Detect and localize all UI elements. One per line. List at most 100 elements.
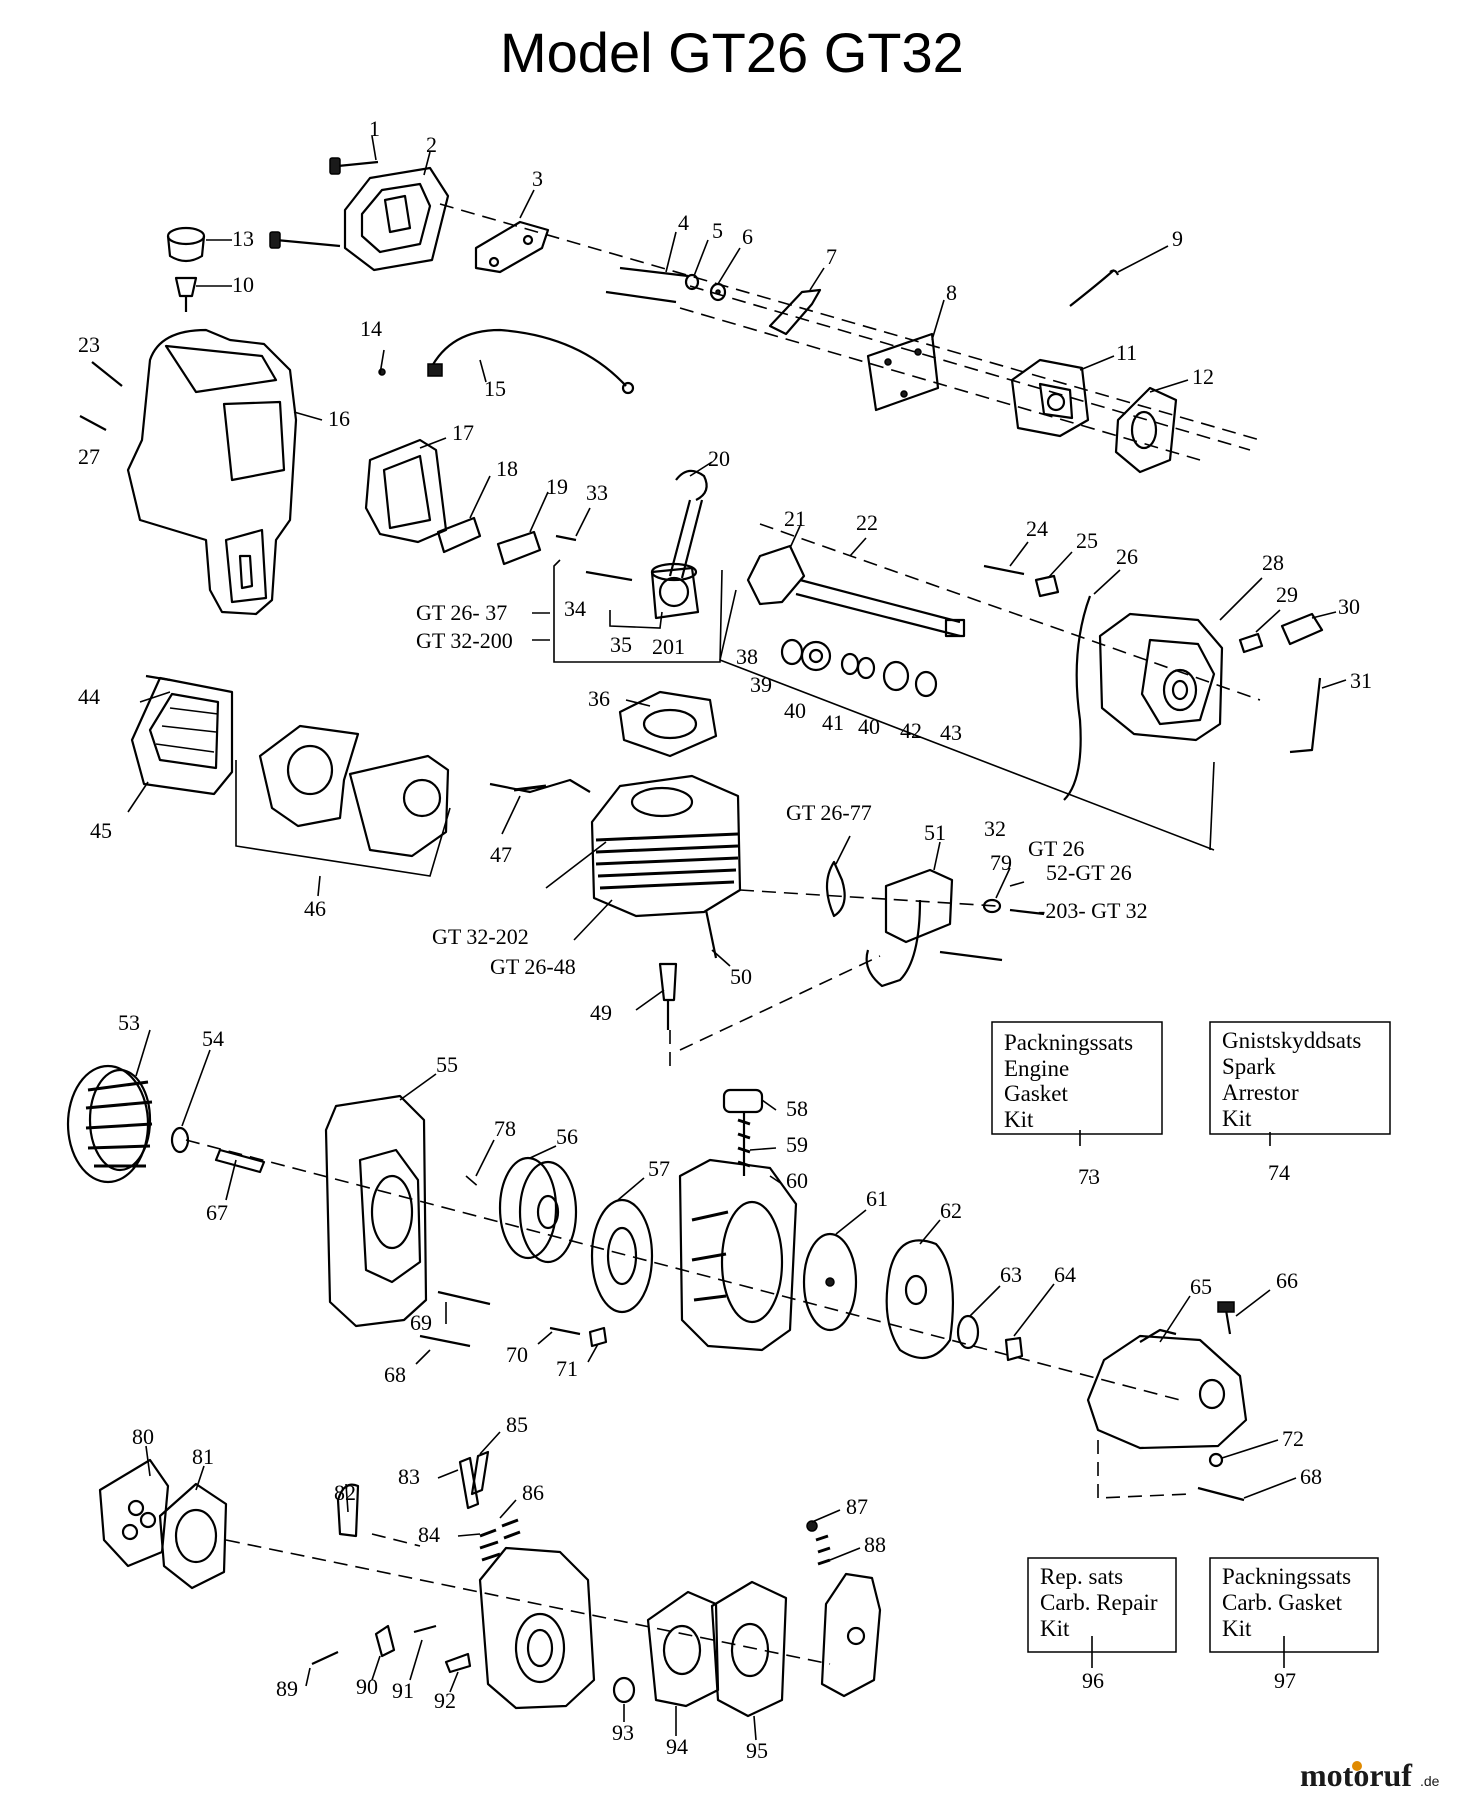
part-label: 25 <box>1076 528 1098 553</box>
part-label: 80 <box>132 1424 154 1449</box>
part-label: 5 <box>712 218 723 243</box>
part-label: 46 <box>304 896 326 921</box>
kit-box-73: Packningssats Engine Gasket Kit <box>991 1021 1163 1135</box>
kit-box-97: Packningssats Carb. Gasket Kit <box>1209 1557 1379 1653</box>
part-label: 87 <box>846 1494 868 1519</box>
part-label: 60 <box>786 1168 808 1193</box>
part-label: 69 <box>410 1310 432 1335</box>
svg-text:Spark: Spark <box>1222 1054 1276 1079</box>
part-label: 6 <box>742 224 753 249</box>
svg-text:Rep. sats: Rep. sats <box>1040 1564 1123 1589</box>
part-label: 35 <box>610 632 632 657</box>
part-label: 43 <box>940 720 962 745</box>
svg-text:Kit: Kit <box>1222 1616 1252 1641</box>
variant-label: GT 32-202 <box>432 924 529 949</box>
part-label: 24 <box>1026 516 1048 541</box>
part-label: 61 <box>866 1186 888 1211</box>
part-label: 72 <box>1282 1426 1304 1451</box>
part-label: 40 <box>858 714 880 739</box>
part-label: 91 <box>392 1678 414 1703</box>
part-label: 63 <box>1000 1262 1022 1287</box>
part-label: 49 <box>590 1000 612 1025</box>
svg-text:Packningssats: Packningssats <box>1004 1030 1133 1055</box>
part-label: 41 <box>822 710 844 735</box>
part-label: 68 <box>1300 1464 1322 1489</box>
svg-text:Gnistskyddsats: Gnistskyddsats <box>1222 1028 1361 1053</box>
part-label: 16 <box>328 406 350 431</box>
variant-label: GT 26- 37 <box>416 600 507 625</box>
part-label: 15 <box>484 376 506 401</box>
part-label: 53 <box>118 1010 140 1035</box>
variant-label: -203- GT 32 <box>1038 898 1148 923</box>
svg-text:Packningssats: Packningssats <box>1222 1564 1351 1589</box>
part-label: 50 <box>730 964 752 989</box>
variant-label: GT 26-77 <box>786 800 872 825</box>
part-label: 71 <box>556 1356 578 1381</box>
part-label: 21 <box>784 506 806 531</box>
part-label: 73 <box>1078 1164 1100 1189</box>
part-label: 47 <box>490 842 512 867</box>
carburetor-parts <box>98 1450 882 1718</box>
part-label: 95 <box>746 1738 768 1763</box>
cylinder-assembly <box>590 690 1045 1066</box>
part-label: 38 <box>736 644 758 669</box>
part-label: 94 <box>666 1734 688 1759</box>
part-label: 39 <box>750 672 772 697</box>
part-label: 22 <box>856 510 878 535</box>
kit-box-74: Gnistskyddsats Spark Arrestor Kit <box>1209 1021 1391 1135</box>
svg-text:Kit: Kit <box>1004 1107 1034 1132</box>
fuel-tank-assembly <box>79 226 635 616</box>
part-label: 89 <box>276 1676 298 1701</box>
part-label: 67 <box>206 1200 228 1225</box>
part-label: 40 <box>784 698 806 723</box>
part-label: 88 <box>864 1532 886 1557</box>
part-label: 93 <box>612 1720 634 1745</box>
svg-text:Carb. Gasket: Carb. Gasket <box>1222 1590 1343 1615</box>
part-label: 68 <box>384 1362 406 1387</box>
part-label: 31 <box>1350 668 1372 693</box>
part-label: 11 <box>1116 340 1137 365</box>
part-label: 96 <box>1082 1668 1104 1693</box>
part-label: 42 <box>900 718 922 743</box>
part-label: 4 <box>678 210 689 235</box>
part-label: 51 <box>924 820 946 845</box>
part-label: 32 <box>984 816 1006 841</box>
part-label: 57 <box>648 1156 670 1181</box>
part-label: 13 <box>232 226 254 251</box>
part-label: 7 <box>826 244 837 269</box>
flywheel-starter-clutch <box>66 1064 1248 1502</box>
crankcase-assembly <box>364 438 1324 851</box>
variant-label: 52-GT 26 <box>1046 860 1132 885</box>
part-label: 26 <box>1116 544 1138 569</box>
part-label: 1 <box>369 116 380 141</box>
variant-label: GT 32-200 <box>416 628 513 653</box>
part-label: 18 <box>496 456 518 481</box>
part-label: 14 <box>360 316 382 341</box>
part-label: 62 <box>940 1198 962 1223</box>
watermark-logo: motoruf .de <box>1300 1757 1440 1793</box>
variant-label: GT 26 <box>1028 836 1084 861</box>
part-label: 23 <box>78 332 100 357</box>
part-label: 74 <box>1268 1160 1290 1185</box>
part-label: 92 <box>434 1688 456 1713</box>
variant-label: GT 26-48 <box>490 954 576 979</box>
part-label: 9 <box>1172 226 1183 251</box>
part-label: 27 <box>78 444 100 469</box>
part-label: 34 <box>564 596 586 621</box>
diagram-title: Model GT26 GT32 <box>500 21 964 84</box>
leader-lines <box>127 135 1347 1741</box>
part-label: 10 <box>232 272 254 297</box>
part-label: 81 <box>192 1444 214 1469</box>
svg-text:Engine: Engine <box>1004 1056 1069 1081</box>
part-label: 85 <box>506 1412 528 1437</box>
part-label: 28 <box>1262 550 1284 575</box>
part-label: 12 <box>1192 364 1214 389</box>
part-label: 17 <box>452 420 474 445</box>
part-label: 201 <box>652 634 685 659</box>
part-label: 82 <box>334 1480 356 1505</box>
part-label: 2 <box>426 132 437 157</box>
part-label: 8 <box>946 280 957 305</box>
muffler-assembly <box>130 674 591 877</box>
part-label: 83 <box>398 1464 420 1489</box>
